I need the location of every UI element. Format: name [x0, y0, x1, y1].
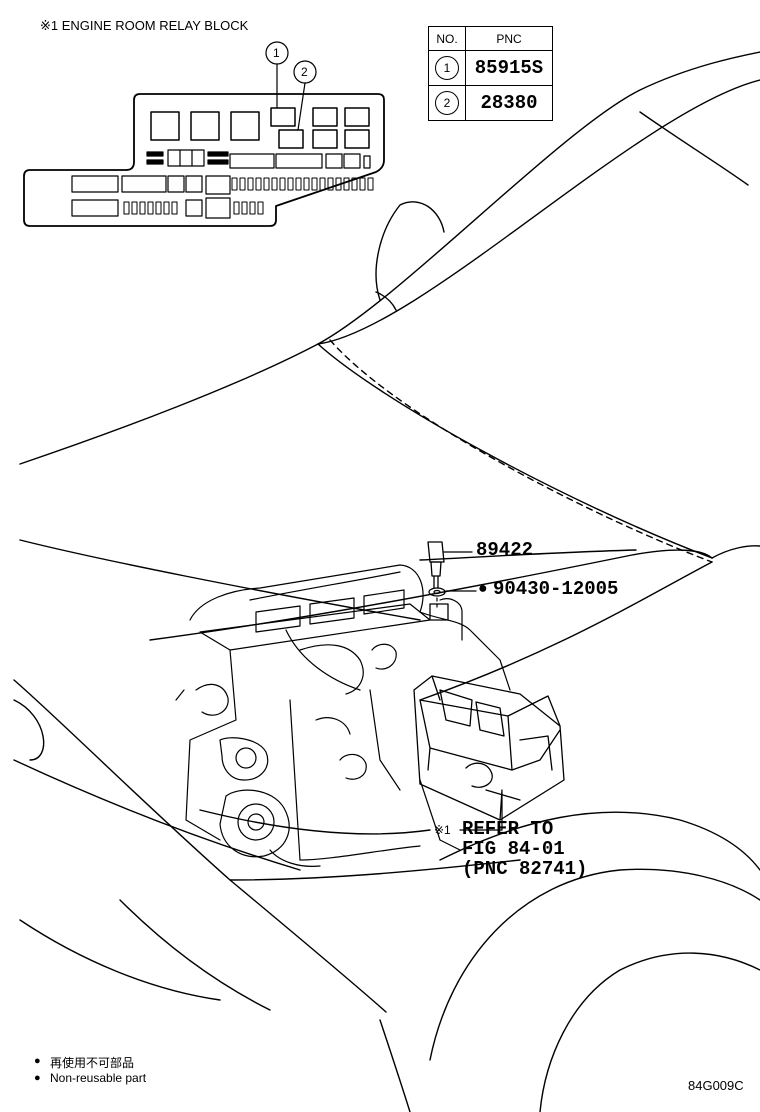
vehicle-hood — [19, 51, 760, 701]
refer-mark: ※1 — [434, 823, 451, 837]
refer-line-3: (PNC 82741) — [462, 858, 588, 880]
relay-block-mini-fuses — [123, 177, 374, 215]
gasket-part — [428, 587, 477, 621]
pnc-table-header: NO. PNC — [428, 26, 553, 51]
relay-block-outline — [23, 93, 385, 227]
pnc-header-pnc: PNC — [465, 26, 553, 51]
callout-1-label: 1 — [273, 46, 280, 60]
part-leader-lines — [436, 597, 503, 831]
pnc-table: NO. PNC 1 85915S 2 28380 — [428, 26, 553, 121]
legend-en-bullet: ● — [34, 1072, 41, 1084]
table-row: 2 28380 — [428, 85, 553, 121]
pnc-row-2-value: 28380 — [465, 85, 553, 121]
sensor-part — [427, 541, 473, 589]
gasket-nonreusable-mark: ● — [478, 580, 488, 598]
pnc-row-1-value: 85915S — [465, 50, 553, 86]
sensor-part-number: 89422 — [476, 539, 534, 561]
legend-jp-bullet: ● — [34, 1055, 41, 1067]
engine-block — [175, 564, 511, 867]
gasket-part-number: 90430-12005 — [493, 578, 619, 600]
pnc-row-1-no: 1 — [435, 56, 459, 80]
refer-line-2: FIG 84-01 — [462, 838, 565, 860]
pnc-row-2-no: 2 — [435, 91, 459, 115]
pnc-header-no: NO. — [428, 26, 466, 51]
figure-code: 84G009C — [688, 1078, 744, 1093]
relay-block-fuses — [71, 149, 371, 219]
relay-box-assembly — [413, 675, 565, 821]
callout-2-label: 2 — [301, 65, 308, 79]
relay-block-title: ※1 ENGINE ROOM RELAY BLOCK — [40, 18, 249, 33]
legend-jp-text: 再使用不可部品 — [50, 1056, 135, 1070]
legend-en-text: Non-reusable part — [50, 1071, 147, 1085]
refer-line-1: REFER TO — [462, 818, 554, 840]
relay-callout-leaders — [265, 41, 317, 131]
relay-block-relays — [150, 107, 370, 149]
table-row: 1 85915S — [428, 50, 553, 86]
vehicle-fender — [13, 679, 760, 1112]
